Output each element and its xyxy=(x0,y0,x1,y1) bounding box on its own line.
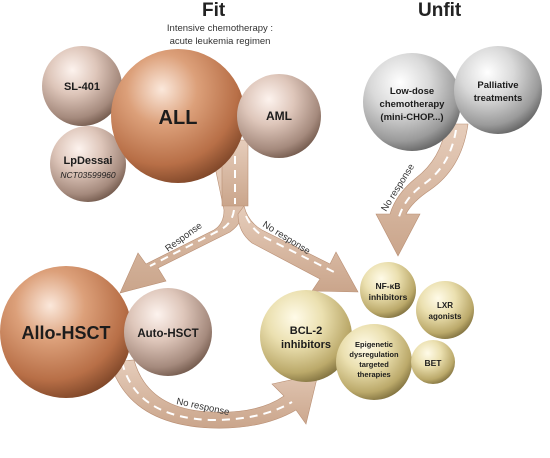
epi-label-4: therapies xyxy=(357,370,390,379)
auto-hsct-label: Auto-HSCT xyxy=(137,328,198,340)
heading-fit: Fit xyxy=(202,0,226,21)
heading-unfit: Unfit xyxy=(418,0,462,21)
fit-subtitle: Intensive chemotherapy : acute leukemia … xyxy=(150,22,290,48)
allo-hsct-label: Allo-HSCT xyxy=(22,323,111,343)
all-label: ALL xyxy=(159,107,198,129)
fit-subtitle-line1: Intensive chemotherapy : xyxy=(166,23,274,34)
sphere-epigenetic: Epigenetic dysregulation targeted therap… xyxy=(336,324,412,400)
lxr-label-1: LXR xyxy=(437,301,453,310)
epi-label-3: targeted xyxy=(359,360,389,369)
sphere-auto-hsct: Auto-HSCT xyxy=(124,288,212,376)
arrow-no-response-2 xyxy=(375,123,469,257)
lxr-label-2: agonists xyxy=(429,312,462,321)
sphere-all: ALL xyxy=(111,49,245,183)
sphere-allo-hsct: Allo-HSCT xyxy=(0,266,132,398)
sphere-sl401: SL-401 xyxy=(42,46,122,126)
sphere-lxr: LXR agonists xyxy=(416,281,474,339)
nfkb-label-1: NF-κB xyxy=(375,281,400,291)
nct-label: NCT03599960 xyxy=(60,170,116,180)
low-dose-label-3: (mini-CHOP...) xyxy=(380,112,443,123)
arrow-no-response-3 xyxy=(109,359,319,429)
palliative-label-1: Palliative xyxy=(477,80,518,91)
bcl2-label-1: BCL-2 xyxy=(290,325,322,337)
sphere-aml: AML xyxy=(237,74,321,158)
sphere-bcl2: BCL-2 inhibitors xyxy=(260,290,352,382)
sphere-nfkb: NF-κB inhibitors xyxy=(360,262,416,318)
sphere-palliative: Palliative treatments xyxy=(454,46,542,134)
bcl2-label-2: inhibitors xyxy=(281,339,331,351)
sphere-bet: BET xyxy=(411,340,455,384)
palliative-label-2: treatments xyxy=(474,93,523,104)
epi-label-2: dysregulation xyxy=(349,350,399,359)
sphere-low-dose: Low-dose chemotherapy (mini-CHOP...) xyxy=(363,53,461,151)
fit-subtitle-line2: acute leukemia regimen xyxy=(169,36,271,47)
lpdessai-label: LpDessai xyxy=(64,155,113,167)
nfkb-label-2: inhibitors xyxy=(369,292,408,302)
bet-label: BET xyxy=(425,358,443,368)
arrow-no-response-1 xyxy=(237,205,359,293)
sl401-label: SL-401 xyxy=(64,81,100,93)
epi-label-1: Epigenetic xyxy=(355,340,393,349)
low-dose-label-2: chemotherapy xyxy=(380,99,446,110)
low-dose-label-1: Low-dose xyxy=(390,86,434,97)
aml-label: AML xyxy=(266,109,292,123)
sphere-lpdessai: LpDessai NCT03599960 xyxy=(50,126,126,202)
